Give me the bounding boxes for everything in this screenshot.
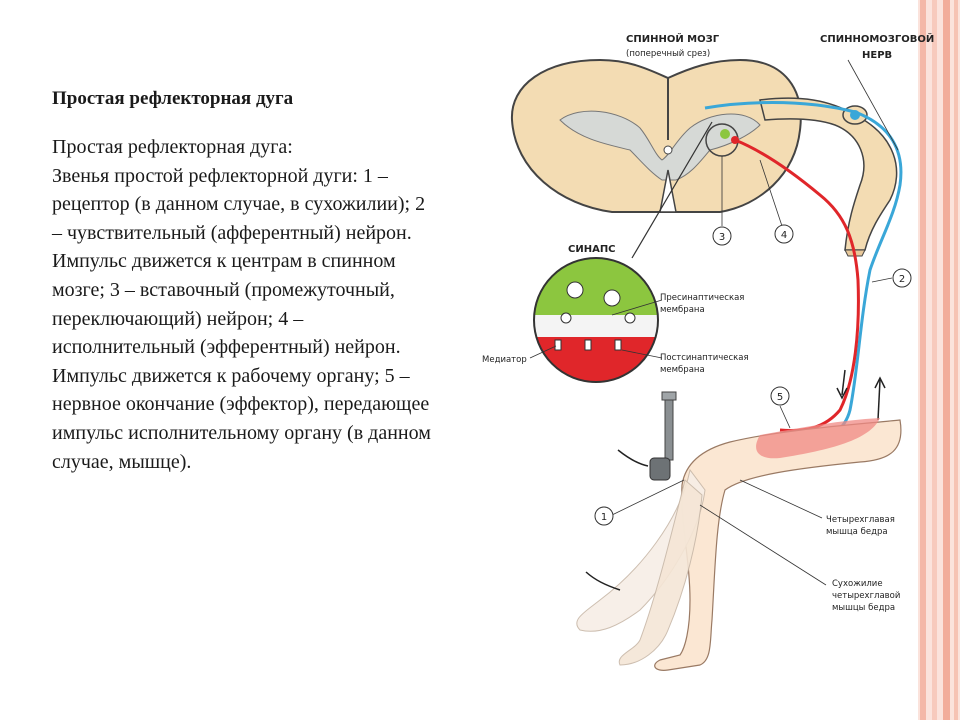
motor-neuron-cell xyxy=(731,136,739,144)
svg-text:5: 5 xyxy=(777,392,783,403)
presynaptic-label-line2: мембрана xyxy=(660,305,705,315)
ganglion-cell xyxy=(850,110,860,120)
svg-text:4: 4 xyxy=(781,230,787,241)
slide-title: Простая рефлекторная дуга xyxy=(52,88,293,110)
reflex-hammer xyxy=(650,392,676,480)
mediator-label: Медиатор xyxy=(482,355,527,365)
spinal-cord-sublabel: (поперечный срез) xyxy=(626,49,710,59)
muscle-label-line2: мышца бедра xyxy=(826,527,888,537)
marker-5: 5 xyxy=(771,387,789,405)
reflex-arc-diagram: 1 2 3 4 5 СПИННОЙ МОЗГ (поперечный срез)… xyxy=(455,20,940,720)
postsynaptic-label-line1: Постсинаптическая xyxy=(660,353,749,363)
postsynaptic-label-line2: мембрана xyxy=(660,365,705,375)
marker-3: 3 xyxy=(713,227,731,245)
marker-2: 2 xyxy=(893,269,911,287)
muscle-label-line1: Четырехглавая xyxy=(826,515,895,525)
marker-4: 4 xyxy=(775,225,793,243)
marker-1: 1 xyxy=(595,507,613,525)
slide-body-text: Простая рефлекторная дуга: Звенья просто… xyxy=(52,133,437,476)
svg-text:2: 2 xyxy=(899,274,905,285)
interneuron-cell xyxy=(720,129,730,139)
svg-text:3: 3 xyxy=(719,232,725,243)
spinal-cord-section xyxy=(512,60,801,212)
svg-text:1: 1 xyxy=(601,512,607,523)
up-arrow-icon xyxy=(878,380,880,420)
presynaptic-label-line1: Пресинаптическая xyxy=(660,293,744,303)
spinal-cord-label: СПИННОЙ МОЗГ xyxy=(626,32,720,45)
spinal-nerve-label-line2: НЕРВ xyxy=(862,50,892,61)
spinal-nerve-label-line1: СПИННОМОЗГОВОЙ xyxy=(820,32,934,45)
synapse-label: СИНАПС xyxy=(568,244,616,255)
tendon-label-line1: Сухожилие xyxy=(832,579,883,589)
tendon-label-line3: мышцы бедра xyxy=(832,603,895,613)
tendon-label-line2: четырехглавой xyxy=(832,591,900,601)
hammer-motion-arrow-icon xyxy=(618,450,648,466)
